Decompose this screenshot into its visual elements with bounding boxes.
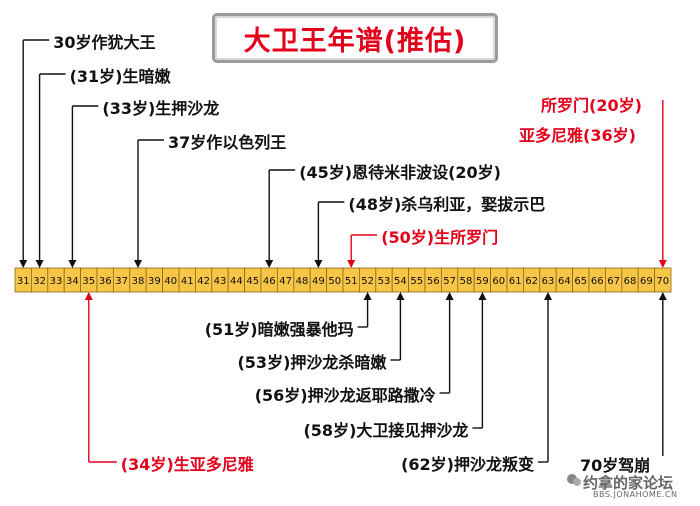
event-below-arrowhead xyxy=(363,292,372,300)
event-below-arrowhead xyxy=(84,292,93,300)
event-below-arrowhead xyxy=(544,292,552,300)
title-box: 大卫王年谱(推估) xyxy=(212,13,498,63)
event-right-label-1: 所罗门(20岁) xyxy=(541,96,642,115)
age-tick-label: 35 xyxy=(82,276,95,287)
age-tick-label: 37 xyxy=(115,276,128,287)
age-tick-label: 38 xyxy=(132,276,145,287)
age-tick-label: 52 xyxy=(361,276,374,287)
age-tick-label: 57 xyxy=(443,276,456,287)
age-tick-label: 60 xyxy=(492,276,505,287)
age-tick-label: 70 xyxy=(656,276,669,287)
event-right-label-2: 亚多尼雅(36岁) xyxy=(519,126,636,145)
age-tick-label: 47 xyxy=(279,276,292,287)
age-tick-label: 61 xyxy=(509,276,522,287)
event-below-label: (62岁)押沙龙叛变 xyxy=(401,455,534,474)
event-above-label: 30岁作犹大王 xyxy=(53,33,156,52)
event-above-arrowhead xyxy=(347,260,356,268)
event-above-label: 37岁作以色列王 xyxy=(168,133,287,152)
age-tick-label: 41 xyxy=(181,276,194,287)
wechat-icon xyxy=(567,474,581,486)
event-below-label: (56岁)押沙龙返耶路撒冷 xyxy=(254,386,436,405)
age-tick-label: 66 xyxy=(591,276,604,287)
age-tick-label: 54 xyxy=(394,276,407,287)
event-below-label: 70岁驾崩 xyxy=(580,456,651,475)
page-title: 大卫王年谱(推估) xyxy=(243,25,467,57)
event-above-label: (45岁)恩待米非波设(20岁) xyxy=(299,163,501,182)
watermark-title: 约拿的家论坛 xyxy=(583,474,674,492)
age-tick-label: 32 xyxy=(33,276,46,287)
event-above-arrowhead xyxy=(314,260,323,268)
event-below-arrowhead xyxy=(658,292,667,300)
age-tick-label: 49 xyxy=(312,276,325,287)
age-tick-label: 63 xyxy=(542,276,555,287)
event-right-arrowhead xyxy=(658,260,667,268)
age-tick-label: 56 xyxy=(427,276,440,287)
age-tick-label: 43 xyxy=(214,276,227,287)
event-above-label: (48岁)杀乌利亚，娶拔示巴 xyxy=(348,195,546,214)
age-tick-label: 33 xyxy=(50,276,63,287)
age-tick-label: 68 xyxy=(624,276,637,287)
event-below-arrowhead xyxy=(445,292,454,300)
age-tick-label: 59 xyxy=(476,276,489,287)
age-tick-label: 45 xyxy=(246,276,259,287)
age-tick-label: 55 xyxy=(410,276,423,287)
age-tick-label: 40 xyxy=(164,276,177,287)
age-tick-label: 67 xyxy=(607,276,620,287)
watermark-url: BBS.JONAHOME.CN xyxy=(593,490,678,499)
age-tick-label: 31 xyxy=(17,276,30,287)
age-tick-label: 65 xyxy=(574,276,587,287)
event-above-arrowhead xyxy=(19,260,28,268)
event-above-arrowhead xyxy=(134,260,142,268)
age-tick-label: 50 xyxy=(328,276,341,287)
event-below-label: (53岁)押沙龙杀暗嫩 xyxy=(237,353,387,372)
age-tick-label: 53 xyxy=(378,276,391,287)
event-below-label: (58岁)大卫接见押沙龙 xyxy=(303,421,469,440)
age-tick-label: 34 xyxy=(66,276,79,287)
event-above-label: (31岁)生暗嫩 xyxy=(69,67,171,86)
age-tick-label: 36 xyxy=(99,276,112,287)
age-tick-label: 44 xyxy=(230,276,243,287)
event-below-arrowhead xyxy=(396,292,405,300)
age-tick-label: 48 xyxy=(296,276,309,287)
event-below-label: (34岁)生亚多尼雅 xyxy=(120,455,254,474)
event-above-label: (50岁)生所罗门 xyxy=(381,228,499,247)
age-tick-label: 62 xyxy=(525,276,538,287)
event-above-label: (33岁)生押沙龙 xyxy=(102,99,220,118)
age-tick-label: 51 xyxy=(345,276,358,287)
age-tick-label: 42 xyxy=(197,276,210,287)
age-tick-label: 69 xyxy=(640,276,653,287)
event-above-arrowhead xyxy=(265,260,274,268)
event-above-arrowhead xyxy=(68,260,77,268)
age-tick-label: 58 xyxy=(460,276,473,287)
event-above-arrowhead xyxy=(35,260,44,268)
age-tick-label: 46 xyxy=(263,276,276,287)
event-below-label: (51岁)暗嫩强暴他玛 xyxy=(204,320,354,339)
age-tick-label: 64 xyxy=(558,276,571,287)
event-below-arrowhead xyxy=(478,292,487,300)
age-tick-label: 39 xyxy=(148,276,161,287)
